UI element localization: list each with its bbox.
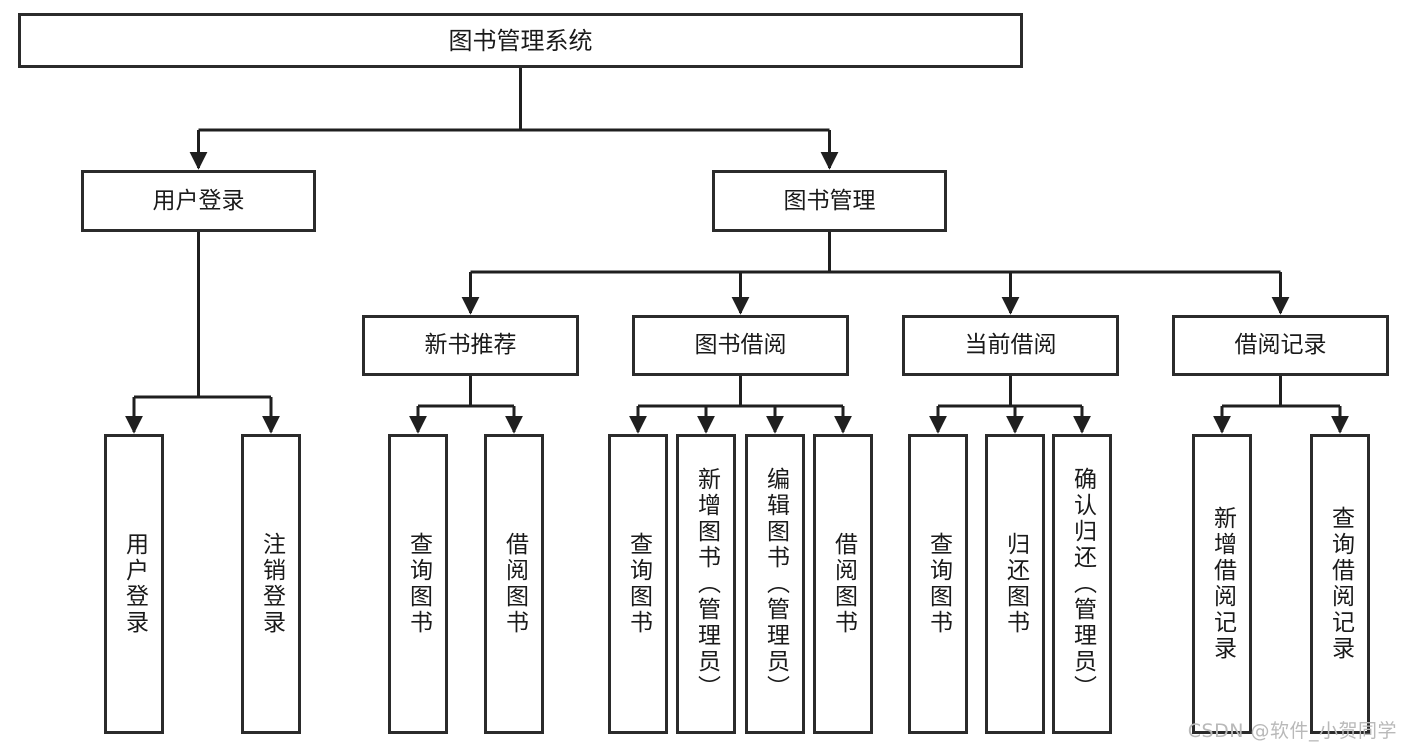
node-leaf-borrow-book-2[interactable]: 借阅图书 xyxy=(813,434,873,734)
node-leaf-add-record[interactable]: 新增借阅记录 xyxy=(1192,434,1252,734)
node-leaf-confirm-return[interactable]: 确认归还（管理员） xyxy=(1052,434,1112,734)
node-new-book-rec[interactable]: 新书推荐 xyxy=(362,315,579,376)
node-leaf-add-book[interactable]: 新增图书（管理员） xyxy=(676,434,736,734)
node-leaf-user-login[interactable]: 用户登录 xyxy=(104,434,164,734)
node-leaf-edit-book[interactable]: 编辑图书（管理员） xyxy=(745,434,805,734)
node-label: 查询借阅记录 xyxy=(1327,506,1354,662)
node-leaf-return-book[interactable]: 归还图书 xyxy=(985,434,1045,734)
node-label: 新增图书（管理员） xyxy=(693,467,720,701)
node-label: 归还图书 xyxy=(1002,532,1029,636)
node-label: 查询图书 xyxy=(405,532,432,636)
node-current-borrow[interactable]: 当前借阅 xyxy=(902,315,1119,376)
node-label: 查询图书 xyxy=(925,532,952,636)
node-label: 借阅记录 xyxy=(1234,332,1327,358)
node-label: 借阅图书 xyxy=(830,532,857,636)
node-leaf-borrow-book-1[interactable]: 借阅图书 xyxy=(484,434,544,734)
node-label: 图书管理系统 xyxy=(448,26,593,55)
node-root[interactable]: 图书管理系统 xyxy=(18,13,1023,68)
node-leaf-query-book-3[interactable]: 查询图书 xyxy=(908,434,968,734)
node-label: 用户登录 xyxy=(121,532,148,636)
node-leaf-user-logout[interactable]: 注销登录 xyxy=(241,434,301,734)
node-label: 图书借阅 xyxy=(694,332,787,358)
node-label: 当前借阅 xyxy=(964,332,1057,358)
node-leaf-query-record[interactable]: 查询借阅记录 xyxy=(1310,434,1370,734)
node-label: 确认归还（管理员） xyxy=(1069,467,1096,701)
csdn-watermark: CSDN @软件_小贺同学 xyxy=(1187,720,1397,742)
node-label: 新书推荐 xyxy=(424,332,517,358)
node-label: 图书管理 xyxy=(783,187,876,214)
node-label: 借阅图书 xyxy=(501,532,528,636)
node-label: 查询图书 xyxy=(625,532,652,636)
node-borrow-record[interactable]: 借阅记录 xyxy=(1172,315,1389,376)
node-leaf-query-book-1[interactable]: 查询图书 xyxy=(388,434,448,734)
node-book-borrow[interactable]: 图书借阅 xyxy=(632,315,849,376)
node-label: 注销登录 xyxy=(258,532,285,636)
node-user-login[interactable]: 用户登录 xyxy=(81,170,316,232)
node-label: 编辑图书（管理员） xyxy=(762,467,789,701)
node-book-manage[interactable]: 图书管理 xyxy=(712,170,947,232)
node-label: 用户登录 xyxy=(152,187,245,214)
node-label: 新增借阅记录 xyxy=(1209,506,1236,662)
node-leaf-query-book-2[interactable]: 查询图书 xyxy=(608,434,668,734)
